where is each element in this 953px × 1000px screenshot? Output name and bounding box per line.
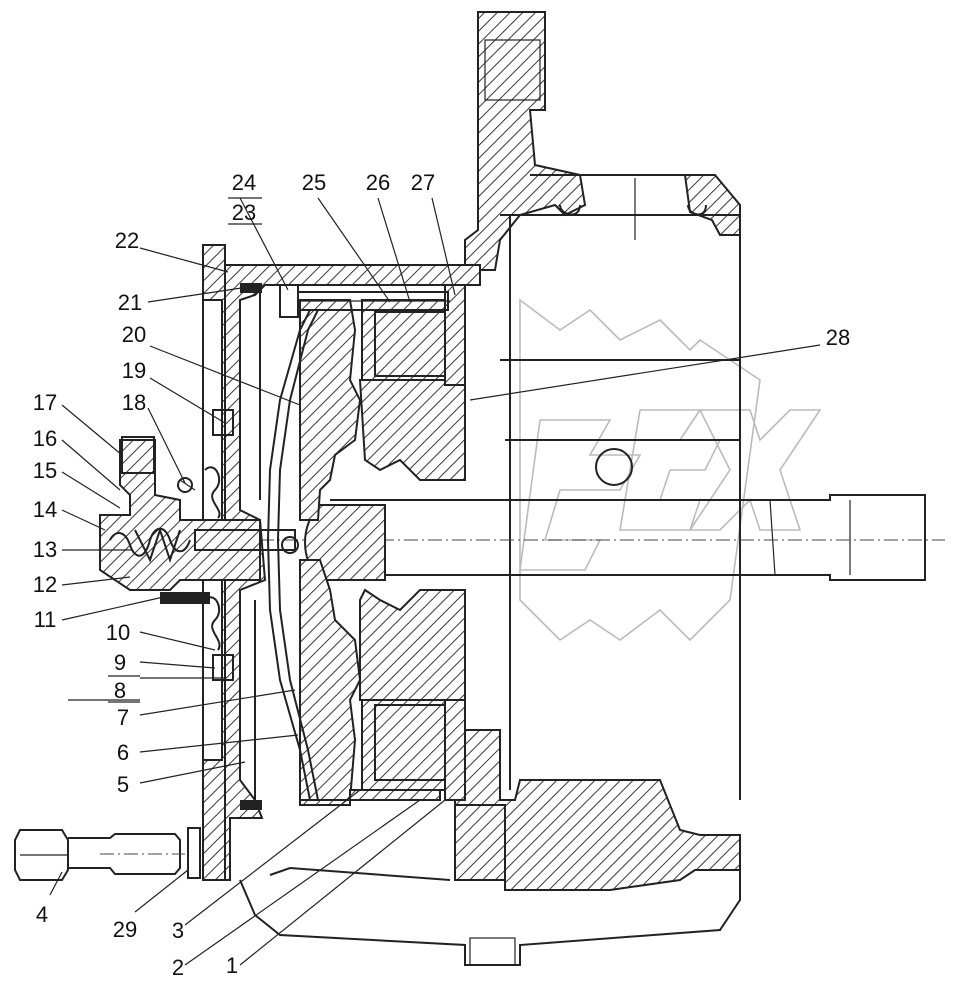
seal-ring-upper: [240, 283, 262, 293]
callout-5: 5: [117, 772, 129, 797]
callout-labels: 1 2 3 4 5 6 7 8 9 10 11 12 13 14 15 16 1…: [33, 170, 850, 980]
callout-1: 1: [226, 953, 238, 978]
callout-20: 20: [122, 322, 146, 347]
clutch-housing: [239, 11, 741, 966]
callout-15: 15: [33, 458, 57, 483]
drain-plug: [14, 827, 201, 881]
callout-22: 22: [115, 228, 139, 253]
callout-27: 27: [411, 170, 435, 195]
pressure-diaphragm: [266, 309, 441, 806]
clutch-pack: [299, 284, 466, 801]
callout-26: 26: [366, 170, 390, 195]
callout-16: 16: [33, 426, 57, 451]
callout-24: 24: [232, 170, 256, 195]
watermark-logo: [519, 298, 822, 642]
leader-lines: [49, 197, 821, 966]
callout-17: 17: [33, 390, 57, 415]
callout-23: 23: [232, 200, 256, 225]
bolt-24: [279, 284, 450, 318]
seal-ring-lower: [240, 800, 262, 810]
callout-28: 28: [826, 325, 850, 350]
callout-12: 12: [33, 572, 57, 597]
output-shaft: [260, 494, 945, 581]
actuator-cylinder: [99, 409, 299, 681]
washer: [187, 827, 201, 879]
callout-25: 25: [302, 170, 326, 195]
callout-8: 8: [114, 678, 126, 703]
callout-9: 9: [114, 650, 126, 675]
callout-13: 13: [33, 537, 57, 562]
callout-21: 21: [118, 290, 142, 315]
callout-11: 11: [34, 607, 57, 632]
callout-2: 2: [172, 955, 184, 980]
callout-10: 10: [106, 620, 130, 645]
callout-14: 14: [33, 497, 57, 522]
callout-19: 19: [122, 358, 146, 383]
callout-7: 7: [117, 705, 129, 730]
callout-29: 29: [113, 917, 137, 942]
callout-18: 18: [122, 390, 146, 415]
callout-3: 3: [172, 918, 184, 943]
callout-6: 6: [117, 740, 129, 765]
callout-4: 4: [36, 902, 48, 927]
